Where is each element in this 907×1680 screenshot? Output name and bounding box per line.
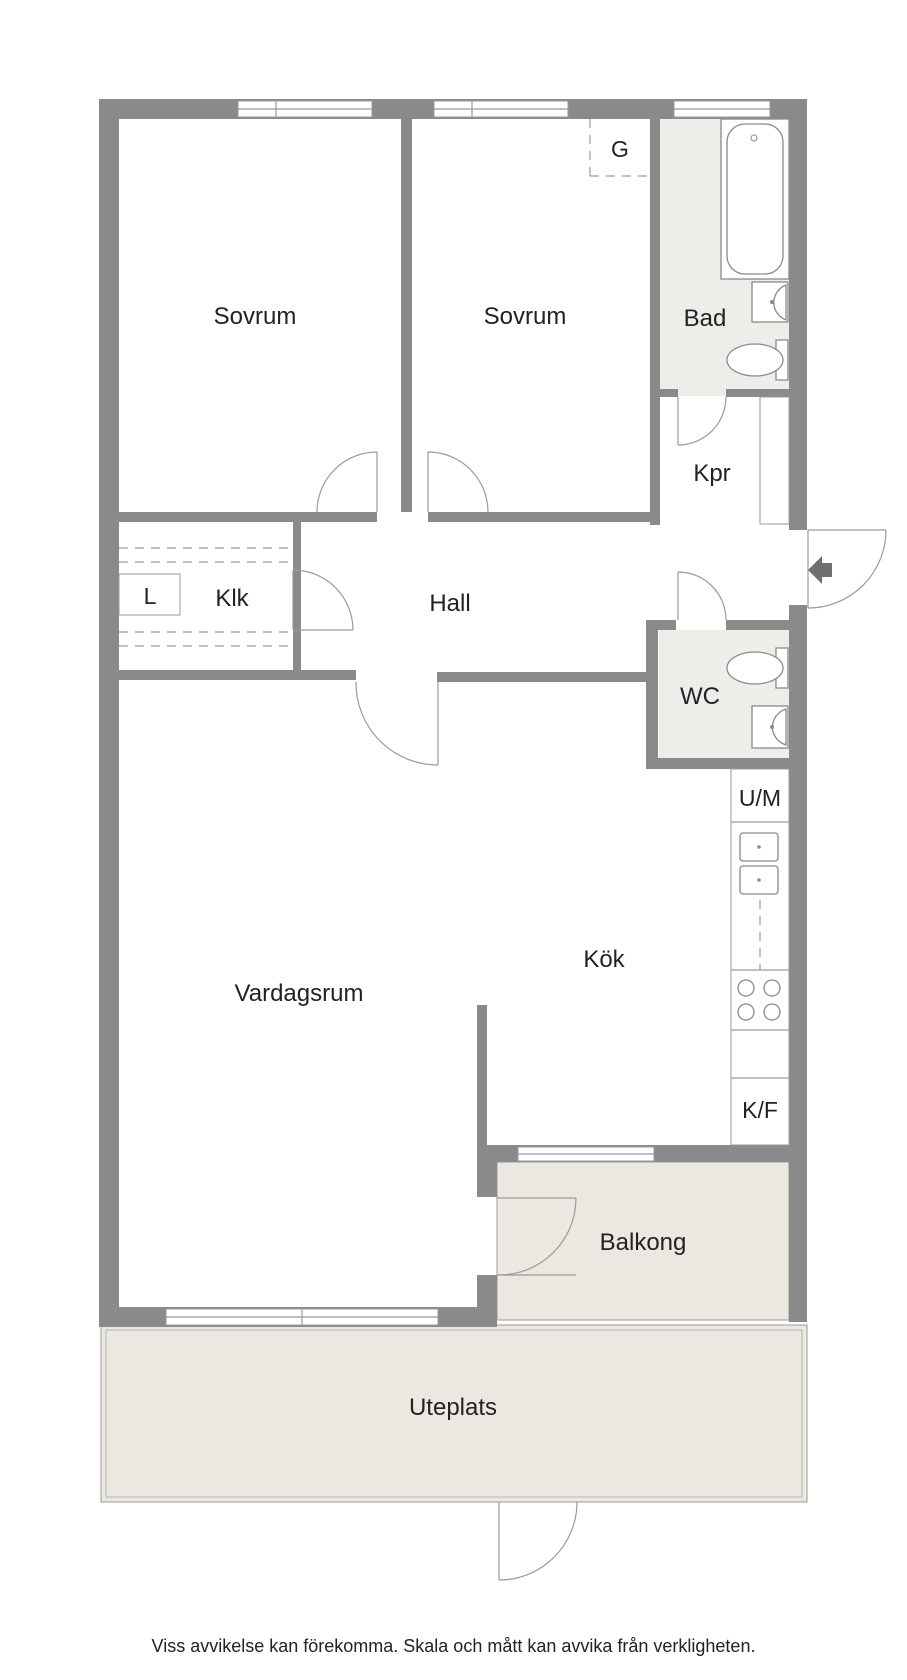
bathtub-icon xyxy=(720,118,790,280)
klk-shelves xyxy=(119,547,293,647)
g-cabinet xyxy=(589,119,650,177)
washbasin-icon xyxy=(751,705,789,749)
l-marker-box xyxy=(118,573,181,616)
room-label-balkong: Balkong xyxy=(600,1229,687,1256)
kitchen-counter xyxy=(730,768,790,1146)
windows xyxy=(165,100,771,1326)
room-label-klk: Klk xyxy=(215,585,249,612)
washbasin-icon xyxy=(751,281,789,323)
marker-g: G xyxy=(611,136,629,162)
disclaimer-text: Viss avvikelse kan förekomma. Skala och … xyxy=(151,1636,756,1656)
sink-icon xyxy=(739,832,779,895)
entrance-arrow-icon xyxy=(808,556,832,584)
kpr-wardrobe xyxy=(759,396,790,525)
room-label-hall: Hall xyxy=(429,590,470,617)
room-label-bad: Bad xyxy=(684,305,727,332)
balkong-area xyxy=(496,1161,790,1321)
room-label-sovrum-2: Sovrum xyxy=(484,303,567,330)
room-label-kok: Kök xyxy=(583,946,625,973)
room-label-vardagsrum: Vardagsrum xyxy=(235,980,364,1007)
toilet-icon xyxy=(726,339,789,381)
room-label-uteplats: Uteplats xyxy=(409,1394,497,1421)
marker-kf: K/F xyxy=(742,1097,778,1123)
doors xyxy=(292,396,887,1581)
room-label-wc: WC xyxy=(680,683,720,710)
marker-l: L xyxy=(144,583,157,609)
toilet-icon xyxy=(726,647,789,689)
marker-um: U/M xyxy=(739,785,781,811)
stove-icon xyxy=(737,979,781,1021)
room-label-sovrum-1: Sovrum xyxy=(214,303,297,330)
uteplats-area xyxy=(100,1324,808,1503)
room-label-kpr: Kpr xyxy=(693,460,730,487)
